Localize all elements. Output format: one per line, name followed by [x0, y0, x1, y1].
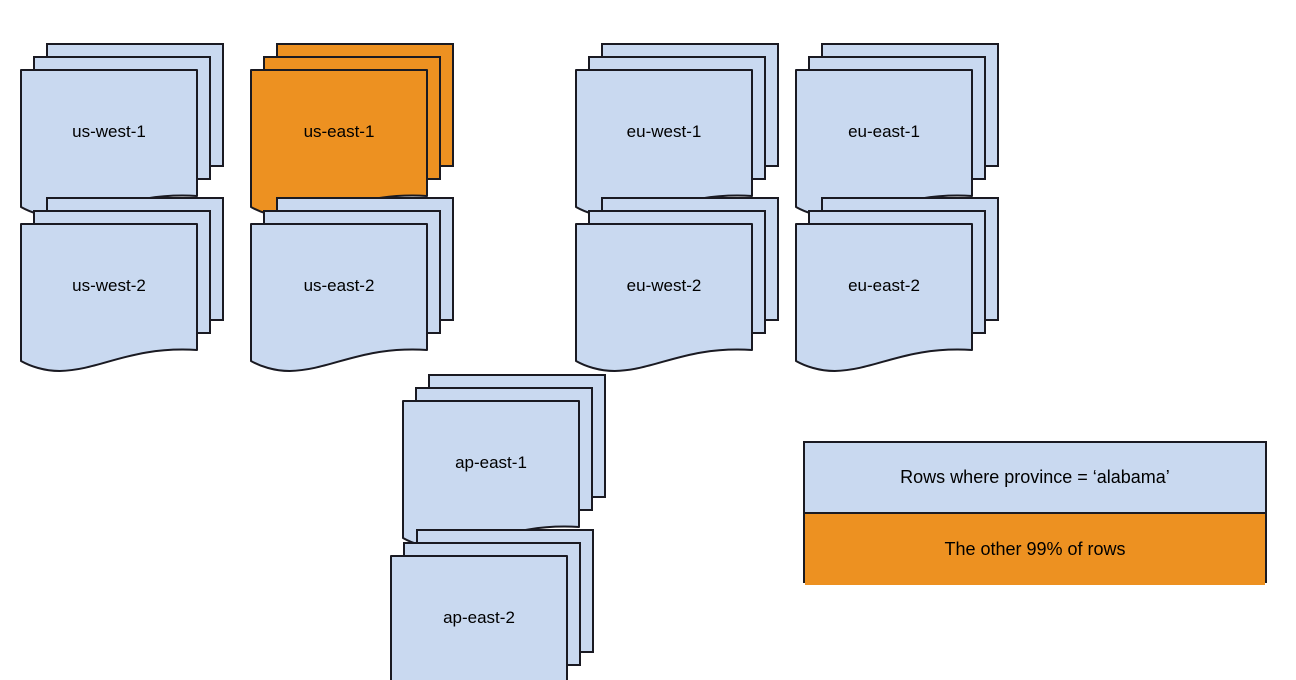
region-stack-eu-east-2[interactable]: eu-east-2	[795, 197, 999, 372]
region-stack-ap-east-2[interactable]: ap-east-2	[390, 529, 594, 680]
legend-label: Rows where province = ‘alabama’	[900, 467, 1170, 487]
region-stack-us-east-2[interactable]: us-east-2	[250, 197, 454, 372]
document-stack-shape	[20, 197, 224, 372]
document-stack-shape	[250, 197, 454, 372]
legend-row-legend-normal: Rows where province = ‘alabama’	[805, 443, 1265, 514]
stack-sheet-front	[402, 400, 580, 549]
legend: Rows where province = ‘alabama’ The other…	[803, 441, 1267, 585]
legend-row-legend-highlight: The other 99% of rows	[805, 514, 1265, 585]
region-stack-eu-east-1[interactable]: eu-east-1	[795, 43, 999, 218]
document-stack-shape	[795, 197, 999, 372]
region-stack-us-west-1[interactable]: us-west-1	[20, 43, 224, 218]
document-stack-shape	[390, 529, 594, 680]
region-stack-us-west-2[interactable]: us-west-2	[20, 197, 224, 372]
document-stack-shape	[575, 43, 779, 218]
region-stack-ap-east-1[interactable]: ap-east-1	[402, 374, 606, 549]
document-stack-shape	[795, 43, 999, 218]
document-stack-shape	[402, 374, 606, 549]
stack-sheet-front	[390, 555, 568, 680]
stack-sheet-front	[20, 69, 198, 218]
region-stack-eu-west-1[interactable]: eu-west-1	[575, 43, 779, 218]
stack-sheet-front	[20, 223, 198, 372]
stack-sheet-front	[575, 69, 753, 218]
region-stack-us-east-1[interactable]: us-east-1	[250, 43, 454, 218]
stack-sheet-front	[795, 223, 973, 372]
stack-sheet-front	[795, 69, 973, 218]
document-stack-shape	[575, 197, 779, 372]
document-stack-shape	[20, 43, 224, 218]
stack-sheet-front	[575, 223, 753, 372]
legend-label: The other 99% of rows	[944, 539, 1126, 559]
document-stack-shape	[250, 43, 454, 218]
stack-sheet-front	[250, 69, 428, 218]
stack-sheet-front	[250, 223, 428, 372]
region-stack-eu-west-2[interactable]: eu-west-2	[575, 197, 779, 372]
